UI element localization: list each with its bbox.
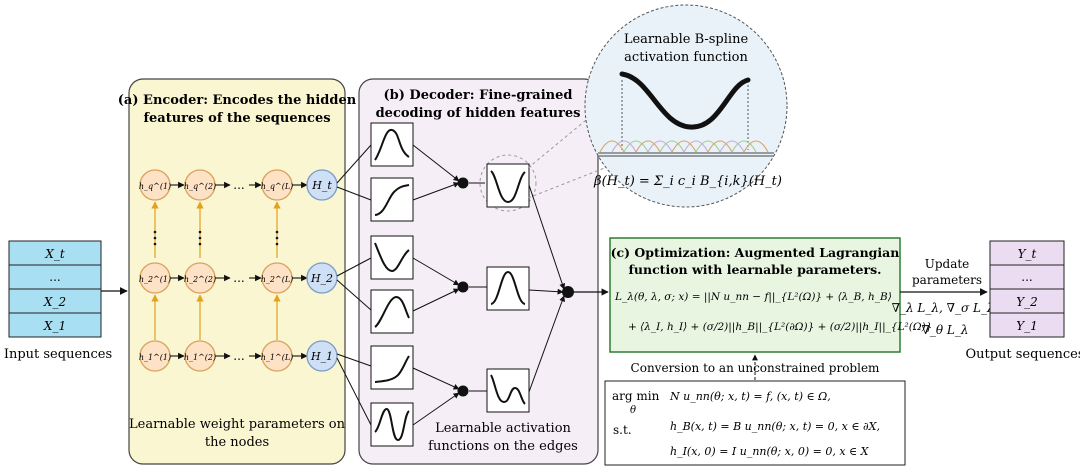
node-label: h_2^(1) [139,275,171,284]
input-label: Input sequences [4,347,112,362]
row-ellipsis: ... [233,178,244,192]
zoom-guide-line [527,110,598,169]
encoder-footer: Learnable weight parameters on [129,417,346,432]
output-cell-text: Y_1 [1016,319,1038,333]
conversion-label: Conversion to an unconstrained problem [631,361,881,375]
output-cell-text: Y_t [1018,247,1037,261]
sum-node [457,177,469,189]
node-label: h_1^(2) [184,353,216,362]
output-cell-yt [989,240,1065,266]
row-ellipsis: ... [233,349,244,363]
node-label: h_1^(1) [139,353,171,362]
constraint-line: N u_nn(θ; x, t) = f, (x, t) ∈ Ω, [669,390,831,403]
activation-curves-col1 [374,129,410,442]
output-cell-y2 [989,288,1065,314]
hidden-node [261,169,293,201]
argmin-theta: θ [630,405,636,416]
constraint-box [604,380,906,466]
output-node-label: H_1 [310,350,333,363]
hidden-output-node [306,169,338,201]
hidden-node [139,340,171,372]
argmin-label: arg min [612,389,660,403]
bspline-formula: β(H_t) = Σ_i c_i B_{i,k}(H_t) [593,174,782,189]
output-cell-y1 [989,312,1065,338]
input-cell-ellipsis [8,264,102,290]
input-cell-text: X_t [44,247,65,261]
optimization-title: (c) Optimization: Augmented Lagrangian [611,245,900,260]
encoder-footer: the nodes [205,435,269,450]
encoder-to-decoder-edges [336,144,372,426]
update-label: parameters [912,273,982,287]
optimization-box [609,237,901,353]
hidden-output-node [306,262,338,294]
bspline-title: activation function [624,50,748,65]
sum-node [457,385,469,397]
input-cell-x1 [8,312,102,338]
node-label: h_1^(L) [261,353,294,362]
decoder-title: (b) Decoder: Fine-grained [384,88,573,103]
decoder-output-edges [528,184,566,393]
activation-curves-col2 [490,170,526,405]
decoder-footer: Learnable activation [435,421,571,436]
activation-to-sum-edges [412,144,487,426]
lagrangian-equation: L_λ(θ, λ, σ; x) = ||N u_nn − f||_{L²(Ω)}… [614,291,892,304]
constraint-line: h_I(x, 0) = I u_nn(θ; x, 0) = 0, x ∈ X [670,445,870,458]
hidden-node [184,340,216,372]
constraint-line: h_B(x, t) = B u_nn(θ; x, t) = 0, x ∈ ∂X, [670,420,880,433]
sum-node [457,281,469,293]
decoder-title: decoding of hidden features [376,106,581,121]
input-cell-text: X_1 [43,319,66,333]
hidden-node [184,169,216,201]
lagrangian-equation: + ⟨λ_I, h_I⟩ + (σ/2)||h_B||_{L²(∂Ω)} + (… [628,321,932,334]
optimization-panel: (c) Optimization: Augmented Lagrangian f… [609,237,932,353]
node-label: h_q^(2) [184,182,216,191]
encoder-panel: (a) Encoder: Encodes the hidden features… [118,78,357,465]
output-cell-text: ... [1021,270,1032,284]
decoder-panel: (b) Decoder: Fine-grained decoding of hi… [336,78,599,465]
node-label: h_2^(2) [184,275,216,284]
node-label: h_q^(L) [261,182,294,191]
optimization-title: function with learnable parameters. [629,262,882,277]
output-node-label: H_t [311,179,332,192]
encoder-vertical-arrows [151,201,281,340]
gradient-label: ∇_λ L_λ, ∇_σ L_λ, [892,301,999,315]
output-label: Output sequences [965,347,1080,362]
bspline-curve [619,71,751,130]
bspline-title: Learnable B-spline [624,32,749,47]
final-sum-node [562,286,574,298]
bspline-zoom: Learnable B-spline activation function β… [527,4,788,208]
gradient-label: ∇_θ L_λ [922,323,969,337]
hidden-node [261,262,293,294]
encoder-title: (a) Encoder: Encodes the hidden [118,93,357,108]
encoder-vertical-dots [153,230,279,246]
encoder-title: features of the sequences [143,111,330,126]
encoder-horizontal-arrows [170,181,308,360]
input-cell-xt [8,240,102,266]
node-label: h_q^(1) [139,182,171,191]
constraint-problem: arg min θ s.t. N u_nn(θ; x, t) = f, (x, … [604,380,906,466]
update-label: Update [925,257,970,271]
output-cell-text: Y_2 [1016,295,1038,309]
hidden-output-node [306,340,338,372]
decoder-footer: functions on the edges [428,439,578,454]
row-ellipsis: ... [233,271,244,285]
activation-functions-col2 [486,163,530,413]
bspline-basis-functions [599,140,769,153]
hidden-node [184,262,216,294]
node-label: h_2^(L) [261,275,294,284]
hidden-node [139,169,171,201]
output-sequences: Y_t ... Y_2 Y_1 Output sequences [965,240,1080,362]
input-cell-text: ... [49,270,60,284]
zoom-highlight-circle [479,154,537,212]
input-cell-text: X_2 [43,295,66,309]
output-node-label: H_2 [310,272,333,285]
st-label: s.t. [613,423,632,437]
hidden-node [139,262,171,294]
hidden-node [261,340,293,372]
input-sequences: X_t ... X_2 X_1 Input sequences [4,240,112,362]
